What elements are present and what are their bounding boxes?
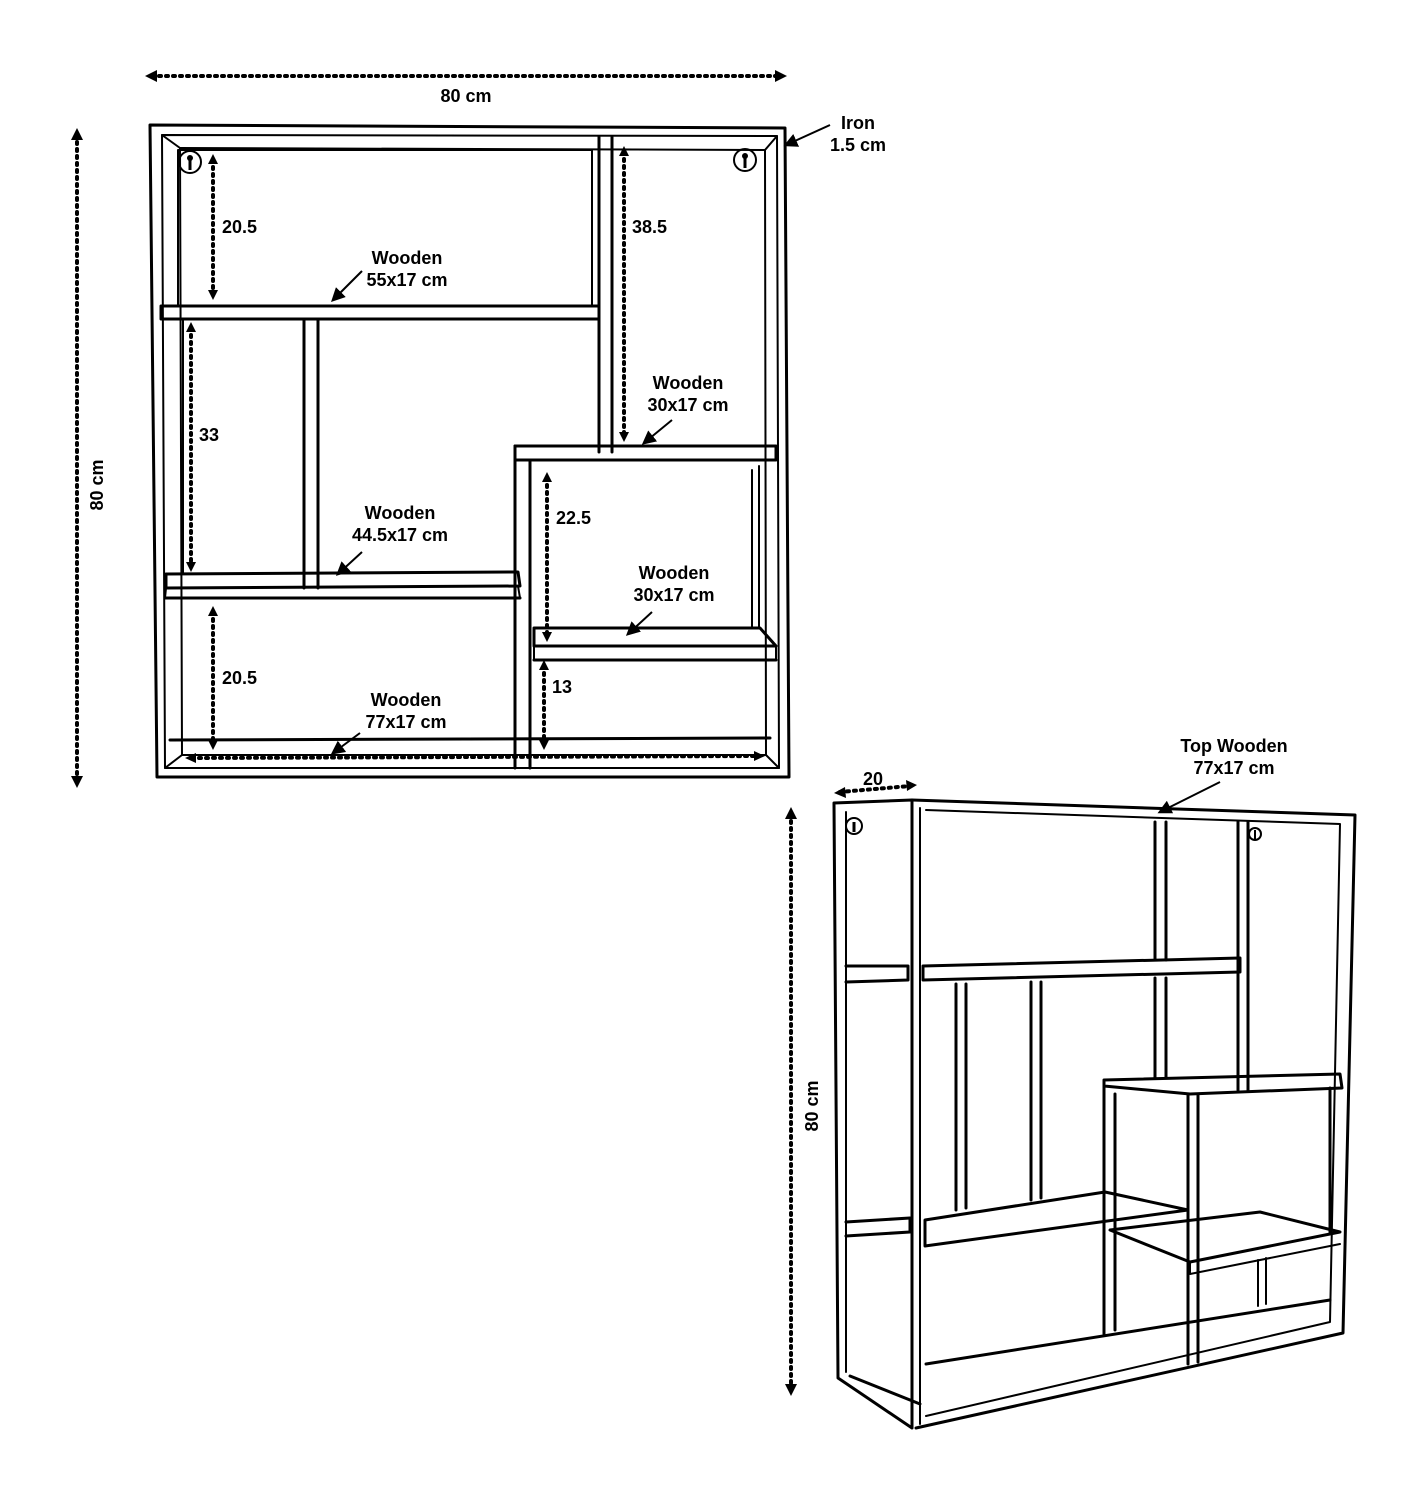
keyhole-perspective-right-icon [1248, 827, 1262, 841]
svg-text:30x17 cm: 30x17 cm [633, 585, 714, 605]
keyhole-perspective-left-icon [845, 817, 863, 835]
shelf-label-1: Wooden 55x17 cm [331, 248, 448, 302]
perspective-height-label: 80 cm [802, 1080, 822, 1131]
shelf-label-3: Wooden 44.5x17 cm [335, 503, 448, 576]
keyhole-left-icon [178, 150, 202, 174]
svg-text:Wooden: Wooden [365, 503, 436, 523]
depth-dimension [838, 784, 912, 794]
perspective-view: 20 80 cm Top Wooden 77x17 cm [785, 736, 1357, 1430]
keyhole-right-icon [733, 148, 757, 172]
dim-bottom-left: 20.5 [222, 668, 257, 688]
dim-middle-left: 33 [199, 425, 219, 445]
svg-text:30x17 cm: 30x17 cm [647, 395, 728, 415]
dim-top-right: 38.5 [632, 217, 667, 237]
dim-bottom-right: 13 [552, 677, 572, 697]
front-height-label: 80 cm [87, 459, 107, 510]
front-width-label: 80 cm [440, 86, 491, 106]
iron-label: Iron [841, 113, 875, 133]
dim-middle-right: 22.5 [556, 508, 591, 528]
front-view: 80 cm 80 cm Iron 1.5 cm 20.5 38.5 33 22.… [71, 70, 886, 788]
shelf-label-4: Wooden 30x17 cm [625, 563, 715, 636]
shelf-label-2: Wooden 30x17 cm [641, 373, 729, 445]
svg-text:44.5x17 cm: 44.5x17 cm [352, 525, 448, 545]
svg-text:Wooden: Wooden [371, 690, 442, 710]
top-wooden-label: Top Wooden [1180, 736, 1287, 756]
svg-text:Wooden: Wooden [639, 563, 710, 583]
shelf-label-5: Wooden 77x17 cm [330, 690, 447, 755]
svg-text:77x17 cm: 77x17 cm [365, 712, 446, 732]
svg-text:Wooden: Wooden [372, 248, 443, 268]
top-wooden-size: 77x17 cm [1193, 758, 1274, 778]
svg-text:55x17 cm: 55x17 cm [366, 270, 447, 290]
iron-thickness-label: 1.5 cm [830, 135, 886, 155]
svg-text:Wooden: Wooden [653, 373, 724, 393]
dim-top-left: 20.5 [222, 217, 257, 237]
depth-label: 20 [863, 769, 883, 789]
